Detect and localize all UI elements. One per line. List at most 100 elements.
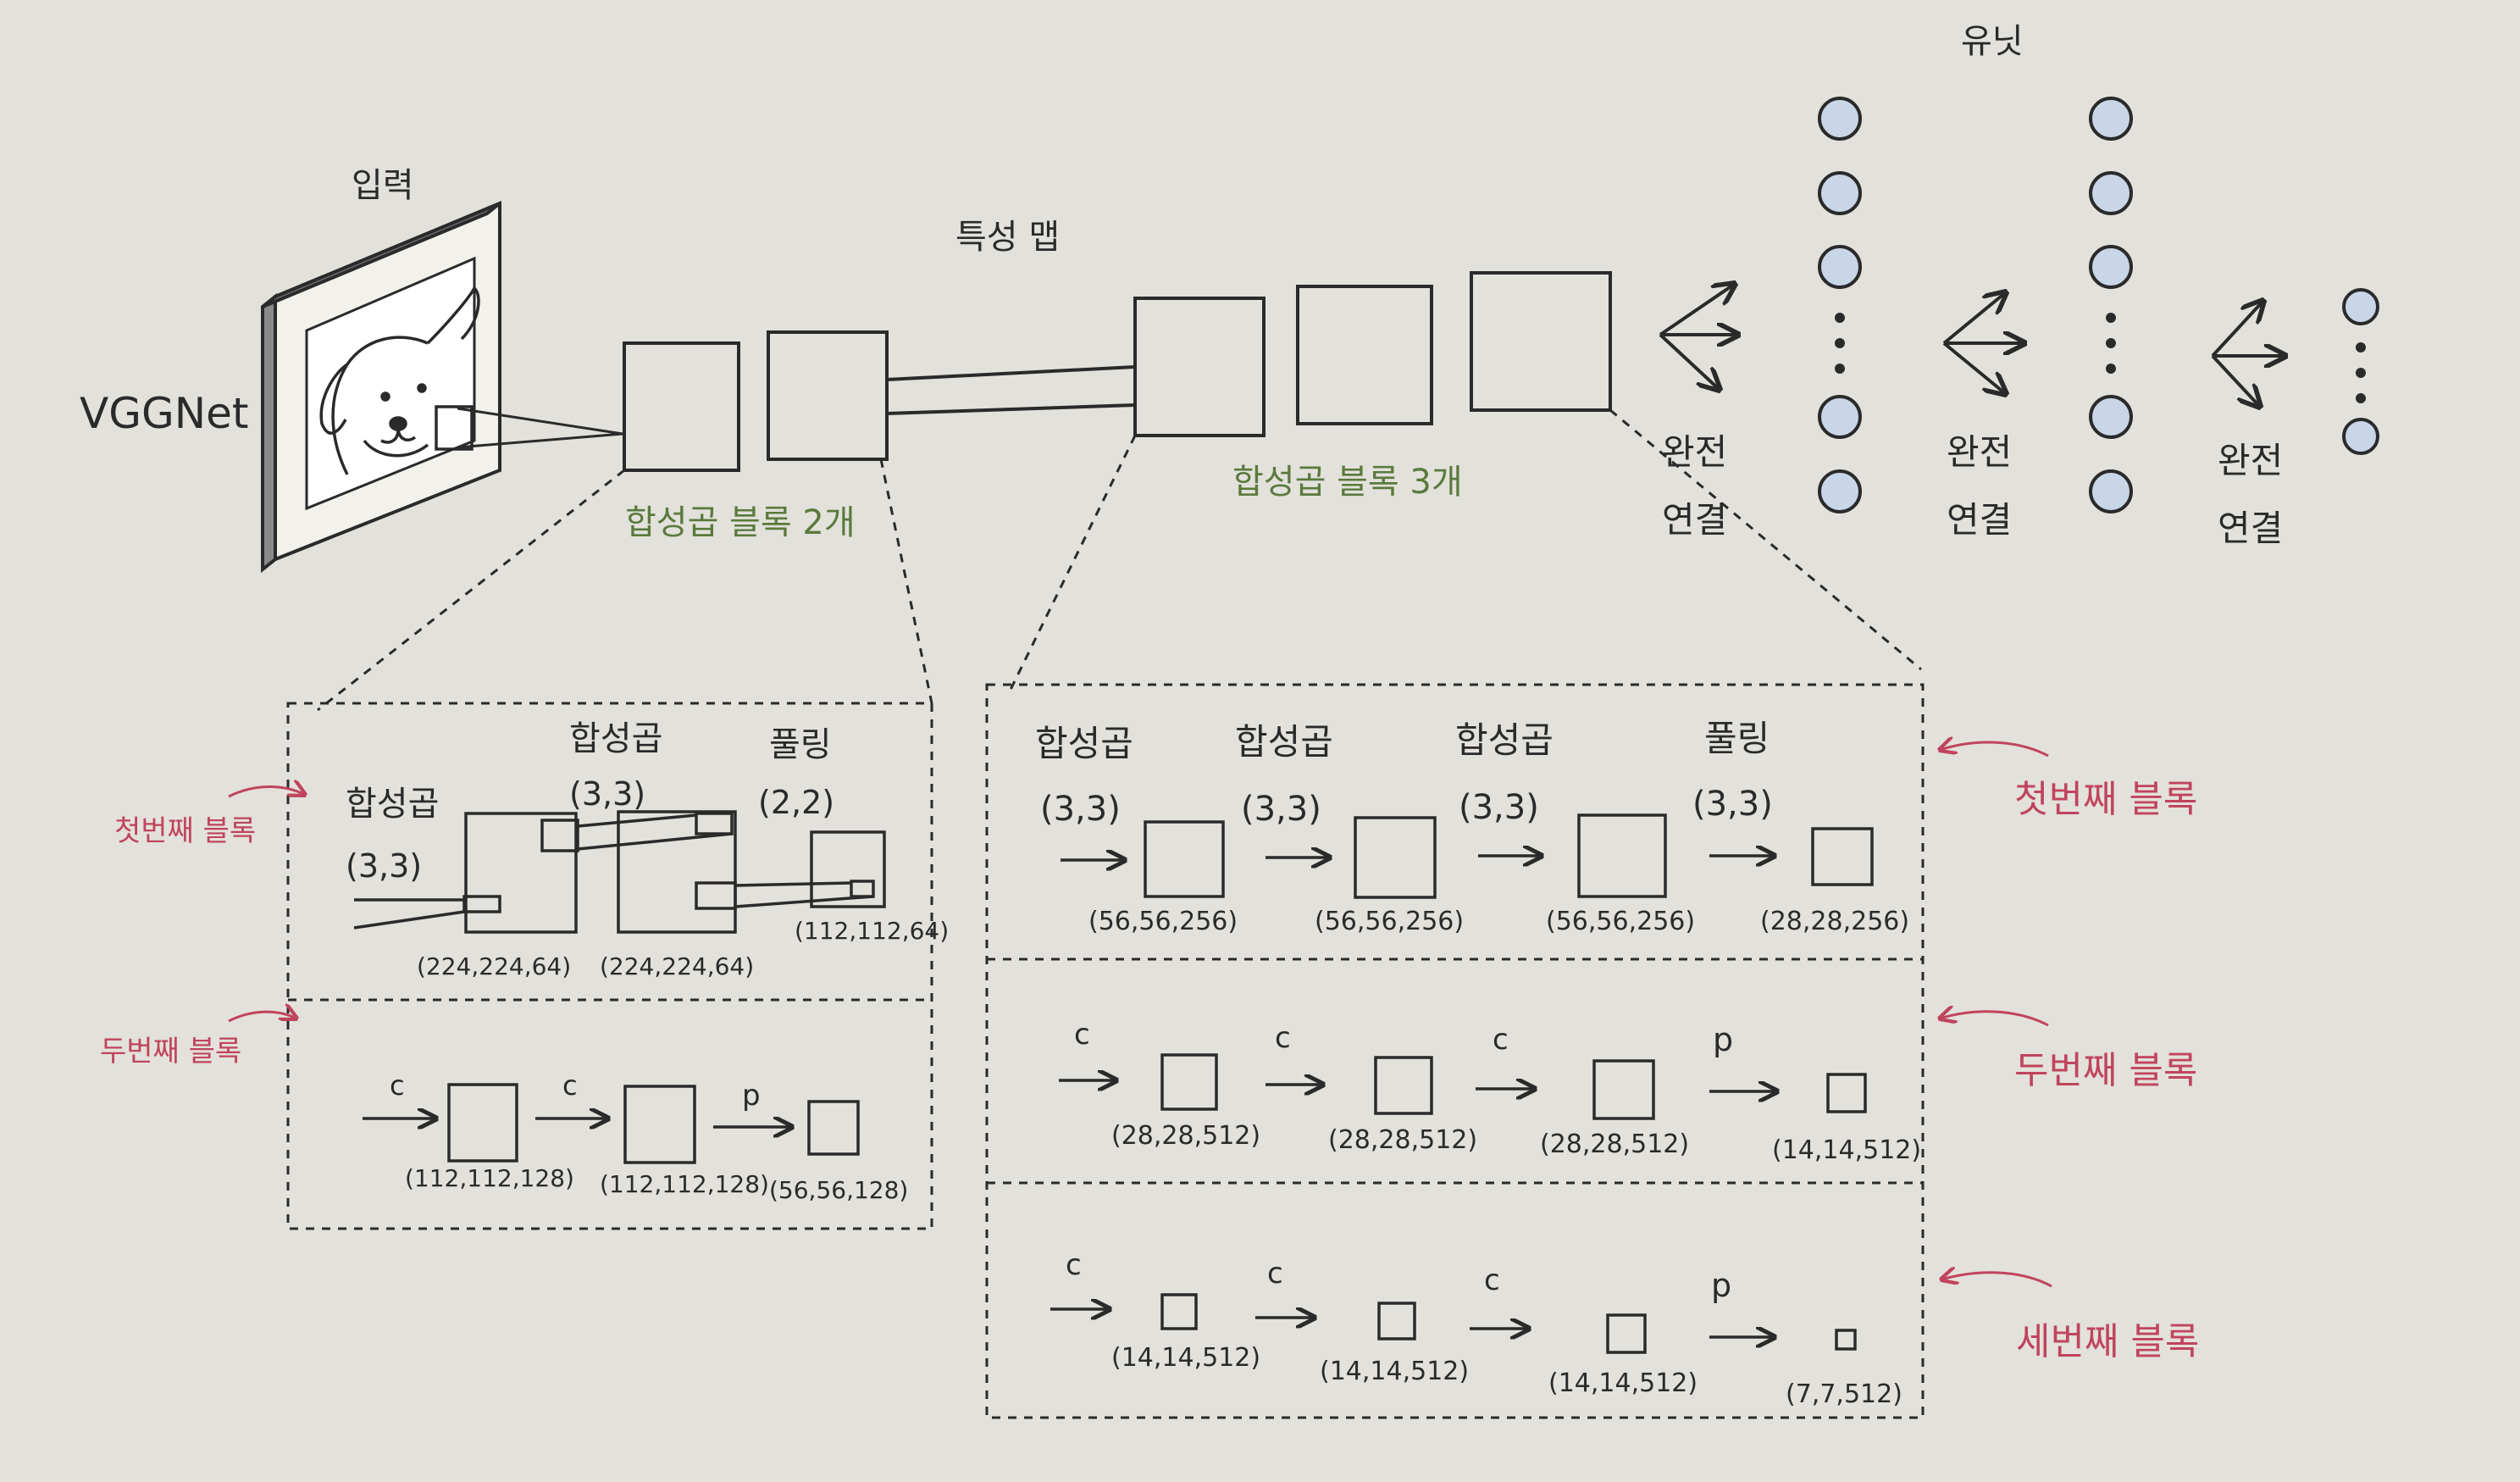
right-block3-pointer	[1941, 1273, 2052, 1288]
left-b2-op-1: c	[390, 1069, 405, 1102]
feature-map-4	[1296, 285, 1433, 425]
right-b2-op-1: c	[1074, 1018, 1090, 1052]
left-b1-shape-3: (112,112,64)	[795, 917, 949, 945]
right-b1-kernel-2: (3,3)	[1241, 790, 1321, 829]
left-b2-shape-3: (56,56,128)	[769, 1176, 908, 1204]
left-b2-shape-1: (112,112,128)	[405, 1164, 574, 1192]
fc-2-line2: 연결	[1947, 499, 2012, 541]
right-b2-shape-1: (28,28,512)	[1111, 1121, 1260, 1151]
left-b1-op-2: 합성곱	[569, 719, 662, 758]
left-b1-kernel-3: (2,2)	[758, 784, 834, 821]
left-block1-pointer	[228, 786, 305, 798]
left-b2-map-3	[807, 1100, 860, 1156]
right-b3-shape-3: (14,14,512)	[1548, 1368, 1698, 1398]
left-b1-shape-1: (224,224,64)	[417, 952, 571, 980]
fc-3-line2: 연결	[2218, 508, 2283, 549]
right-block3-label: 세번째 블록	[2016, 1320, 2199, 1363]
right-b1-op-1: 합성곱	[1035, 723, 1133, 764]
dog-drawing-icon	[319, 286, 480, 475]
feature-map-label: 특성 맵	[955, 218, 1060, 257]
right-b1-op-3: 합성곱	[1455, 719, 1554, 761]
right-b3-op-4: p	[1711, 1267, 1731, 1304]
right-b1-shape-3: (56,56,256)	[1546, 907, 1695, 936]
unit-column-3	[2342, 288, 2379, 455]
right-b3-flow	[1050, 1293, 1857, 1354]
receptive-field-lines	[457, 407, 623, 449]
right-b1-shape-2: (56,56,256)	[1315, 907, 1464, 936]
right-block2-label: 두번째 블록	[2014, 1049, 2197, 1092]
right-b1-op-2: 합성곱	[1235, 721, 1333, 763]
fc-arrow-3	[2211, 301, 2285, 407]
right-b3-op-3: c	[1484, 1263, 1500, 1297]
right-b2-shape-4: (14,14,512)	[1772, 1135, 1921, 1165]
left-block2-label: 두번째 블록	[100, 1035, 241, 1068]
input-label: 입력	[352, 166, 414, 205]
fc-arrow-1	[1659, 284, 1738, 390]
conv-block-3-label: 합성곱 블록 3개	[1232, 463, 1463, 502]
left-block1-label: 첫번째 블록	[114, 814, 256, 848]
unit-label: 유닛	[1961, 22, 2024, 61]
right-b1-shape-4: (28,28,256)	[1760, 907, 1909, 936]
left-b2-op-2: c	[562, 1069, 578, 1102]
right-b1-shape-1: (56,56,256)	[1088, 907, 1238, 936]
network-title: VGGNet	[80, 389, 248, 438]
right-b2-op-4: p	[1713, 1021, 1733, 1058]
right-b1-flow	[1061, 813, 1874, 899]
right-b2-op-3: c	[1493, 1023, 1509, 1057]
fc-3-line1: 완전	[2218, 440, 2283, 481]
left-b1-op-3: 풀링	[769, 725, 832, 764]
left-b2-map-2	[623, 1085, 696, 1164]
input-image	[261, 201, 501, 574]
right-detail-panel	[985, 683, 1925, 1419]
left-b1-map-1	[464, 812, 578, 934]
right-b2-map-2	[1374, 1056, 1433, 1115]
zoom-lines	[317, 408, 1922, 712]
unit-column-1	[1818, 97, 1862, 513]
right-b3-map-2	[1377, 1302, 1416, 1340]
right-b1-map-4	[1811, 827, 1874, 886]
left-b2-op-3: p	[742, 1079, 761, 1113]
right-b3-map-4	[1835, 1329, 1857, 1351]
right-b2-shape-2: (28,28,512)	[1328, 1125, 1477, 1155]
left-b2-map-1	[447, 1083, 518, 1163]
right-block2-pointer	[1940, 1012, 2049, 1027]
right-b3-op-2: c	[1267, 1257, 1283, 1291]
feature-map-3	[1133, 297, 1266, 437]
right-b1-kernel-3: (3,3)	[1459, 788, 1539, 827]
feature-map-2	[767, 330, 889, 461]
right-b3-map-3	[1606, 1313, 1647, 1354]
right-b3-op-1: c	[1066, 1248, 1082, 1282]
left-block2-pointer	[228, 1012, 296, 1023]
right-b2-flow	[1059, 1053, 1867, 1120]
left-b1-shape-2: (224,224,64)	[600, 952, 754, 980]
right-b3-map-1	[1160, 1293, 1198, 1330]
left-b2-shape-2: (112,112,128)	[600, 1170, 769, 1198]
left-b1-maps	[353, 810, 886, 934]
right-block1-label: 첫번째 블록	[2014, 778, 2197, 821]
right-b1-map-2	[1354, 816, 1437, 899]
unit-column-2	[2089, 97, 2133, 513]
right-b2-map-1	[1160, 1053, 1218, 1111]
left-b1-kernel-2: (3,3)	[569, 775, 645, 813]
right-b2-map-4	[1826, 1073, 1867, 1113]
right-b1-op-4: 풀링	[1704, 718, 1770, 759]
fc-1-line2: 연결	[1662, 499, 1727, 541]
left-detail-panel	[286, 702, 933, 1230]
fc-2-line1: 완전	[1947, 431, 2012, 473]
right-b3-shape-1: (14,14,512)	[1111, 1343, 1260, 1373]
left-b1-kernel-1: (3,3)	[346, 847, 422, 885]
conv-block-2-label: 합성곱 블록 2개	[625, 503, 856, 542]
right-b3-shape-4: (7,7,512)	[1786, 1379, 1902, 1409]
left-b1-map-3	[810, 830, 886, 908]
right-b2-map-3	[1592, 1059, 1655, 1120]
right-block1-pointer	[1940, 742, 2049, 758]
fc-arrow-2	[1942, 292, 2024, 394]
fc-1-line1: 완전	[1662, 431, 1727, 473]
left-b2-flow	[363, 1083, 860, 1164]
right-b2-shape-3: (28,28,512)	[1540, 1130, 1689, 1159]
right-b2-op-2: c	[1275, 1021, 1291, 1055]
right-b1-map-1	[1144, 820, 1225, 898]
left-b1-map-2	[617, 810, 737, 934]
left-b1-op-1: 합성곱	[346, 785, 439, 824]
